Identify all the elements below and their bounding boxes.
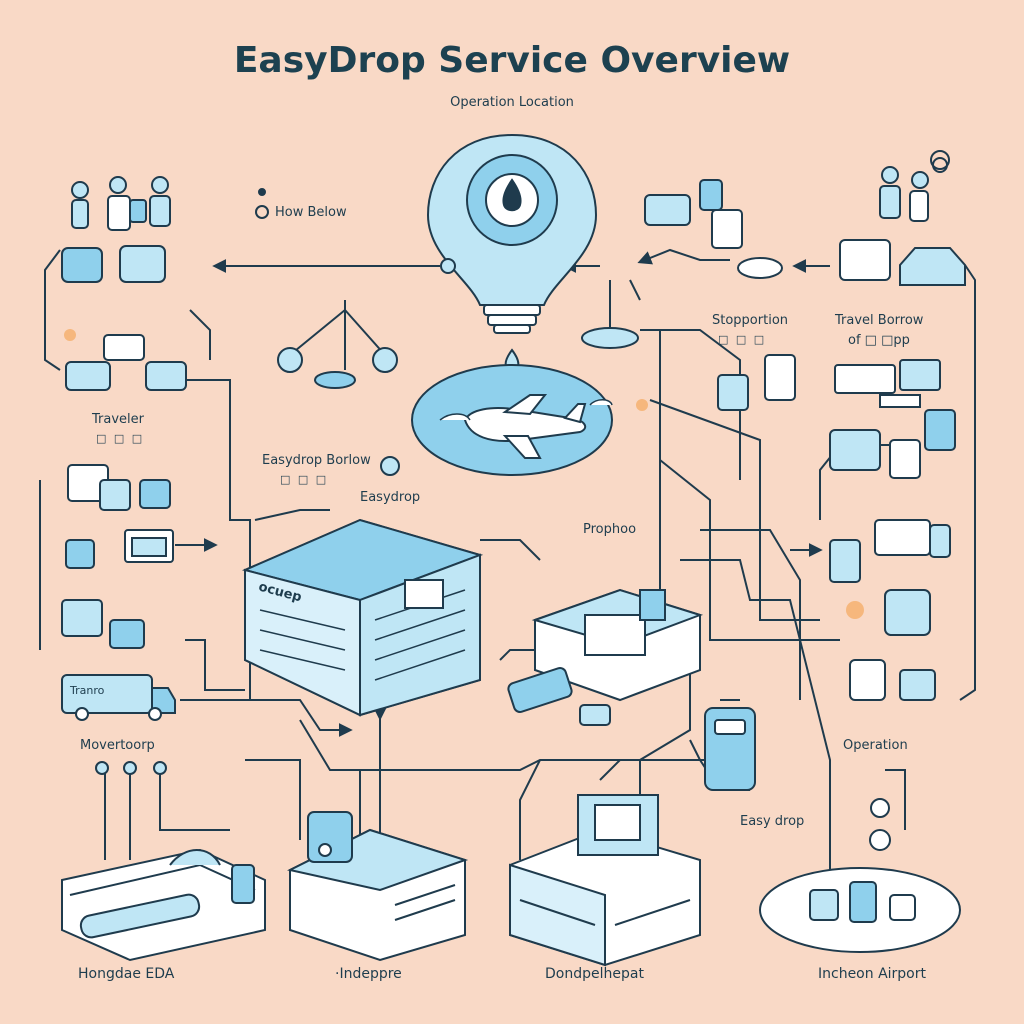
label-travel-borrow-sub: of □ □pp [848, 333, 910, 348]
label-traveler-sub: □ □ □ [96, 432, 145, 445]
location-incheon-airport: Incheon Airport [818, 966, 926, 982]
label-travel-borrow: Travel Borrow [835, 313, 924, 328]
label-prophoo: Prophoo [583, 522, 637, 537]
storage-shelf-icon [717, 354, 796, 411]
traveler-group-icon [71, 176, 171, 231]
label-how-below: How Below [275, 205, 347, 220]
luggage-cart-icon [644, 179, 783, 279]
airport-terminal-icon [509, 794, 701, 967]
truck-sign: Tranro [70, 684, 105, 697]
location-pin-icon [870, 798, 890, 818]
luggage-storage-icon [67, 464, 171, 511]
label-easydrop-borrow-sub: □ □ □ [280, 473, 329, 486]
travel-vehicle-icon [839, 239, 966, 286]
label-easy-drop: Easy drop [740, 814, 805, 829]
label-stopportion-sub: □ □ □ [718, 333, 767, 346]
airplane-icon [463, 394, 587, 459]
label-movertoorp: Movertoorp [80, 738, 155, 753]
service-counter-icon [829, 519, 951, 583]
diagram-title: EasyDrop Service Overview [233, 40, 791, 81]
secondary-building [507, 588, 704, 726]
delivery-nodes-icon [277, 300, 398, 389]
parcel-boxes-icon [61, 599, 145, 649]
lounge-seating-icon [65, 334, 187, 391]
independence-location-icon [287, 811, 469, 962]
diagram-subtitle: Operation Location [450, 95, 574, 110]
hongdae-location-icon [61, 848, 266, 962]
airport-hub-icon [411, 364, 613, 476]
easydrop-hq-building [241, 518, 484, 717]
workspace-desk-icon [829, 359, 956, 479]
label-easydrop-borrow: Easydrop Borlow [262, 453, 371, 468]
suitcase-icon [704, 699, 756, 791]
connector-lines [39, 248, 976, 880]
delivery-truck-icon [61, 674, 176, 721]
label-stopportion: Stopportion [712, 313, 789, 328]
location-independence: ·Indeppre [335, 966, 402, 982]
lightbulb-icon [426, 133, 598, 372]
label-operation: Operation [843, 738, 908, 753]
location-hongdae: Hongdae EDA [78, 966, 175, 982]
drop-fountain-icon [581, 280, 639, 349]
traveler-bags-icon [849, 589, 936, 701]
location-domestic-airport: Dondpelhepat [545, 966, 644, 982]
incheon-airport-icon [759, 829, 961, 953]
kiosk-terminal-icon [65, 529, 174, 569]
label-traveler: Traveler [92, 412, 144, 427]
flow-nodes [64, 150, 950, 775]
label-easydrop: Easydrop [360, 490, 421, 505]
luggage-pair-icon [61, 245, 166, 283]
